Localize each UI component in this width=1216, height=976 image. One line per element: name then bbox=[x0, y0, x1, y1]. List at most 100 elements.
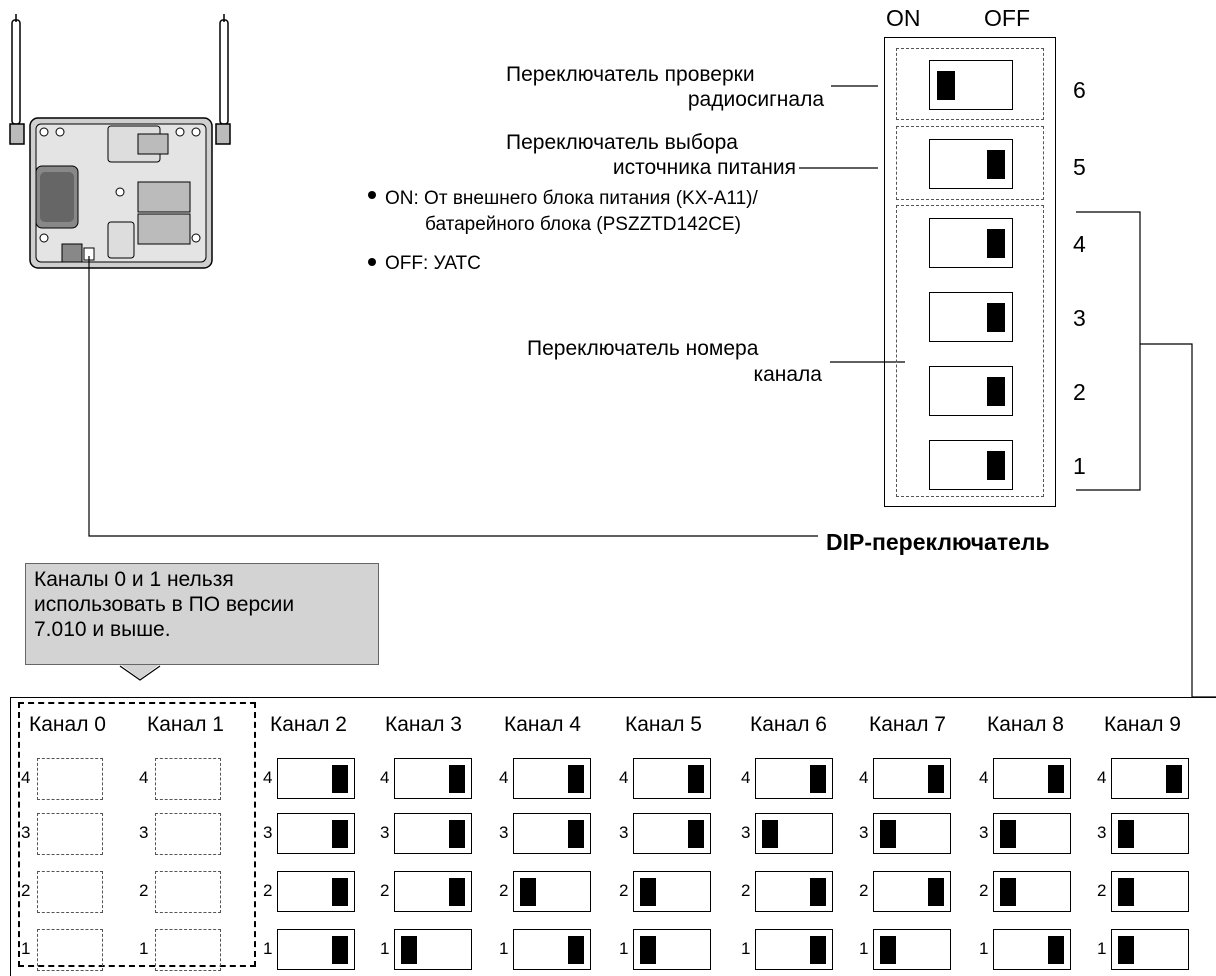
channel-switch bbox=[513, 871, 591, 912]
base-station-illustration bbox=[9, 14, 231, 269]
channel-switch-knob bbox=[1166, 765, 1182, 793]
channel-switch bbox=[277, 758, 355, 799]
channel-switch bbox=[755, 758, 833, 799]
channel-switch-knob bbox=[810, 765, 826, 793]
dip-switch-5[interactable] bbox=[929, 139, 1013, 189]
channel-switch bbox=[993, 929, 1071, 970]
channel-switch-knob bbox=[332, 936, 348, 964]
channel-switch-knob bbox=[762, 820, 778, 848]
channel-row-number: 4 bbox=[499, 768, 509, 787]
channel-switch bbox=[993, 871, 1071, 912]
dip-switch-knob bbox=[987, 303, 1005, 332]
channel-row-number: 4 bbox=[263, 768, 273, 787]
channel-switch bbox=[633, 758, 711, 799]
channel-switch bbox=[394, 929, 472, 970]
channel-row-number: 3 bbox=[859, 823, 869, 842]
channel-row-number: 2 bbox=[979, 881, 989, 900]
channel-row-number: 1 bbox=[499, 939, 509, 958]
channel-header: Канал 4 bbox=[504, 713, 581, 736]
channel-row-number: 1 bbox=[380, 939, 390, 958]
dip-switch-knob bbox=[987, 451, 1005, 480]
channel-switch bbox=[993, 758, 1071, 799]
channel-row-number: 1 bbox=[619, 939, 629, 958]
channel-switch-knob bbox=[640, 878, 656, 906]
channel-switch-knob bbox=[1000, 820, 1016, 848]
channel-switch bbox=[993, 813, 1071, 854]
channel-row-number: 4 bbox=[1097, 768, 1107, 787]
channel-switch-knob bbox=[449, 765, 465, 793]
label-bullet-on-1: ON: От внешнего блока питания (KX-A11)/ bbox=[385, 188, 758, 209]
note-line-2: использовать в ПО версии bbox=[34, 593, 295, 616]
label-radio-check-1: Переключатель проверки bbox=[506, 63, 755, 86]
channel-row-number: 1 bbox=[741, 939, 751, 958]
channel-header: Канал 5 bbox=[625, 713, 702, 736]
channel-switch-knob bbox=[568, 936, 584, 964]
channel-switch bbox=[394, 871, 472, 912]
channel-row-number: 2 bbox=[741, 881, 751, 900]
channel-row-number: 2 bbox=[380, 881, 390, 900]
channel-switch-knob bbox=[688, 820, 704, 848]
channel-row-number: 2 bbox=[1097, 881, 1107, 900]
dip-switch-number: 1 bbox=[1073, 453, 1086, 479]
channel-switch bbox=[277, 813, 355, 854]
dip-switch-6[interactable] bbox=[929, 60, 1013, 110]
dip-switch-number: 6 bbox=[1073, 77, 1086, 103]
channel-switch bbox=[394, 813, 472, 854]
dip-switch-knob bbox=[987, 229, 1005, 258]
dip-panel bbox=[884, 37, 1056, 507]
channel-switch-knob bbox=[1118, 878, 1134, 906]
channel-switch bbox=[1111, 813, 1189, 854]
dip-switch-knob bbox=[937, 71, 955, 100]
channel-switch-placeholder bbox=[37, 813, 103, 855]
channel-switch bbox=[277, 871, 355, 912]
channel-switch-knob bbox=[449, 878, 465, 906]
dip-switch-knob bbox=[987, 150, 1005, 179]
channel-row-number: 2 bbox=[139, 881, 149, 900]
channel-switch bbox=[755, 871, 833, 912]
channel-switch bbox=[394, 758, 472, 799]
channel-switch bbox=[873, 871, 951, 912]
channel-switch-placeholder bbox=[155, 871, 221, 913]
channel-row-number: 3 bbox=[979, 823, 989, 842]
channel-switch bbox=[873, 929, 951, 970]
channel-row-number: 1 bbox=[21, 939, 31, 958]
dip-switch-1[interactable] bbox=[929, 440, 1013, 490]
note-line-3: 7.010 и выше. bbox=[34, 618, 171, 641]
channel-switch-knob bbox=[928, 878, 944, 906]
dip-switch-title: DIP-переключатель bbox=[826, 529, 1050, 555]
channel-switch bbox=[513, 929, 591, 970]
channel-row-number: 1 bbox=[139, 939, 149, 958]
label-radio-check-2: радиосигнала bbox=[687, 88, 824, 111]
bullet-dot-off bbox=[368, 258, 376, 266]
label-power-select-2: источника питания bbox=[612, 156, 796, 179]
dip-switch-3[interactable] bbox=[929, 292, 1013, 342]
channel-switch-placeholder bbox=[155, 813, 221, 855]
dip-switch-2[interactable] bbox=[929, 366, 1013, 416]
channel-switch bbox=[1111, 871, 1189, 912]
channel-switch bbox=[513, 758, 591, 799]
channel-row-number: 3 bbox=[21, 823, 31, 842]
channel-header: Канал 2 bbox=[270, 713, 347, 736]
channel-switch-knob bbox=[810, 878, 826, 906]
channel-row-number: 4 bbox=[21, 768, 31, 787]
channel-switch-placeholder bbox=[37, 758, 103, 800]
channel-row-number: 4 bbox=[859, 768, 869, 787]
channel-row-number: 4 bbox=[139, 768, 149, 787]
channel-row-number: 4 bbox=[380, 768, 390, 787]
channel-header: Канал 8 bbox=[987, 713, 1064, 736]
channel-switch-knob bbox=[401, 936, 417, 964]
channel-switch-knob bbox=[1118, 936, 1134, 964]
dip-off-label: OFF bbox=[984, 5, 1030, 31]
channel-row-number: 1 bbox=[979, 939, 989, 958]
channel-switch-placeholder bbox=[37, 871, 103, 913]
channel-row-number: 2 bbox=[859, 881, 869, 900]
channel-row-number: 3 bbox=[619, 823, 629, 842]
channel-switch bbox=[873, 813, 951, 854]
channel-row-number: 3 bbox=[139, 823, 149, 842]
dip-group-5 bbox=[896, 126, 1044, 200]
dip-switch-4[interactable] bbox=[929, 218, 1013, 268]
channel-table-frame bbox=[10, 697, 1216, 976]
channel-switch bbox=[633, 929, 711, 970]
note-line-1: Каналы 0 и 1 нельзя bbox=[34, 568, 234, 591]
channel-row-number: 3 bbox=[499, 823, 509, 842]
